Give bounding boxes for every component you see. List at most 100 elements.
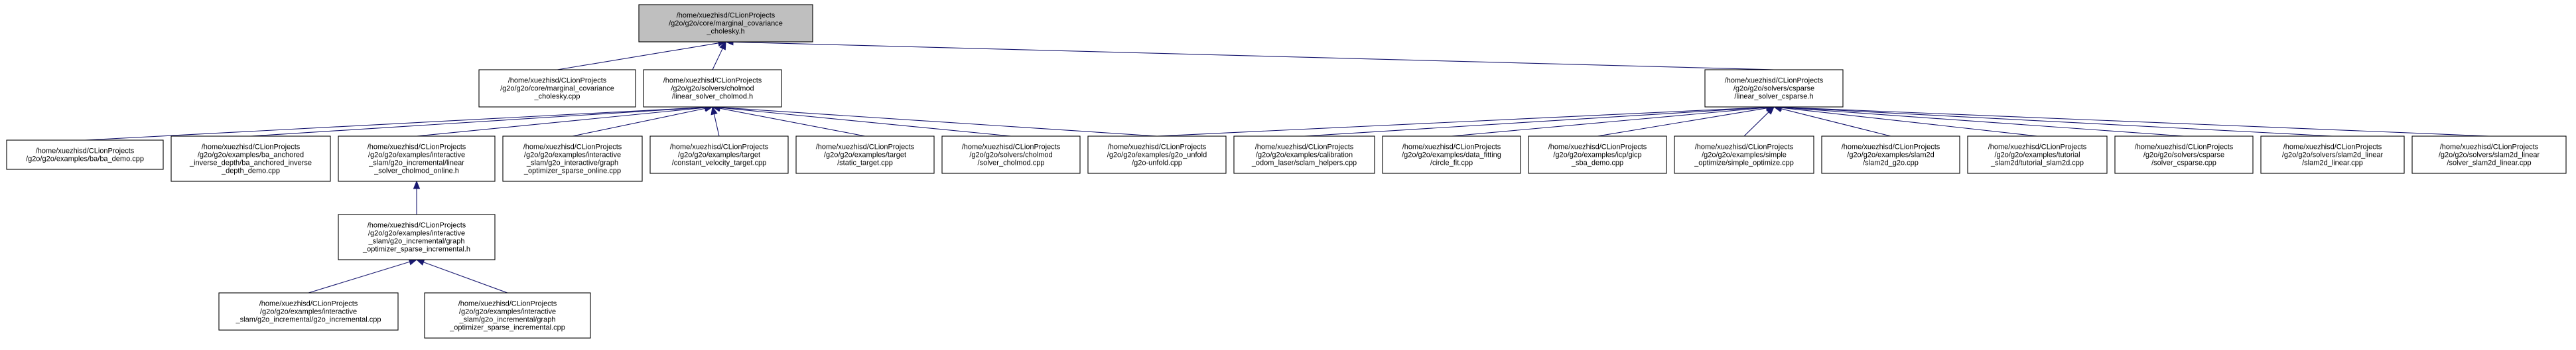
node-gos_online[interactable]: /home/xuezhisd/CLionProjects/g2o/g2o/exa… — [502, 135, 643, 182]
node-box — [1087, 135, 1227, 174]
edge-lsco-to-lsc — [416, 107, 706, 137]
edge-simple-to-lscs — [1743, 112, 1769, 137]
node-label-line: /g2o/g2o/solvers/csparse — [2143, 151, 2224, 159]
node-label-line: /g2o/g2o/examples/interactive — [368, 230, 465, 238]
node-box — [2411, 135, 2567, 174]
node-ba_demo[interactable]: /home/xuezhisd/CLionProjects/g2o/g2o/exa… — [6, 139, 164, 170]
node-label-line: /home/xuezhisd/CLionProjects — [663, 77, 762, 85]
edge-calib-to-lscs — [1304, 107, 1767, 137]
node-unfold[interactable]: /home/xuezhisd/CLionProjects/g2o/g2o/exa… — [1087, 135, 1227, 174]
node-label-line: _odom_laser/sclam_helpers.cpp — [1251, 159, 1357, 167]
node-box — [1821, 135, 1960, 174]
edge-ss2l-to-lscs — [1781, 106, 2490, 137]
edge-sc-to-lsc — [719, 107, 1012, 137]
node-label-line: /g2o/g2o/solvers/slam2d_linear — [2439, 151, 2540, 159]
node-label-line: /home/xuezhisd/CLionProjects — [677, 12, 776, 20]
edge-lsc-to-root — [712, 48, 723, 70]
node-label-line: /g2o/g2o/examples/tutorial — [1994, 151, 2080, 159]
node-s2l[interactable]: /home/xuezhisd/CLionProjects/g2o/g2o/sol… — [2260, 135, 2405, 174]
node-ss2l[interactable]: /home/xuezhisd/CLionProjects/g2o/g2o/sol… — [2411, 135, 2567, 174]
node-box — [6, 139, 164, 170]
node-label-line: /g2o/g2o/examples/slam2d — [1847, 151, 1934, 159]
node-label-line: /g2o/g2o/examples/ba/ba_demo.cpp — [26, 155, 144, 163]
node-label-line: /g2o/g2o/examples/calibration — [1256, 151, 1353, 159]
node-sc[interactable]: /home/xuezhisd/CLionProjects/g2o/g2o/sol… — [941, 135, 1081, 174]
node-ba_anch[interactable]: /home/xuezhisd/CLionProjects/g2o/g2o/exa… — [170, 135, 331, 182]
node-slam2d_g2o[interactable]: /home/xuezhisd/CLionProjects/g2o/g2o/exa… — [1821, 135, 1960, 174]
node-label-line: _cholesky.cpp — [534, 93, 580, 101]
node-mcc[interactable]: /home/xuezhisd/CLionProjects/g2o/g2o/cor… — [478, 69, 636, 108]
node-lsc[interactable]: /home/xuezhisd/CLionProjects/g2o/g2o/sol… — [643, 69, 782, 108]
node-label-line: /static_target.cpp — [837, 159, 893, 167]
node-label-line: /home/xuezhisd/CLionProjects — [2283, 143, 2382, 151]
node-label-line: /home/xuezhisd/CLionProjects — [1255, 143, 1354, 151]
node-label-line: _slam/g2o_incremental/linear — [368, 159, 464, 167]
node-label-line: _sba_demo.cpp — [1571, 159, 1623, 167]
node-label-line: /home/xuezhisd/CLionProjects — [1548, 143, 1647, 151]
edge-slam2d_g2o-to-lscs — [1781, 108, 1891, 137]
node-box — [1528, 135, 1667, 174]
node-st[interactable]: /home/xuezhisd/CLionProjects/g2o/g2o/exa… — [795, 135, 935, 174]
node-label-line: /home/xuezhisd/CLionProjects — [523, 143, 622, 151]
node-label-line: /g2o/g2o/solvers/csparse — [1733, 85, 1814, 93]
node-label-line: /home/xuezhisd/CLionProjects — [1842, 143, 1940, 151]
node-calib[interactable]: /home/xuezhisd/CLionProjects/g2o/g2o/exa… — [1233, 135, 1375, 174]
edge-st-to-lsc — [719, 108, 866, 137]
node-circle[interactable]: /home/xuezhisd/CLionProjects/g2o/g2o/exa… — [1382, 135, 1521, 174]
node-box — [424, 292, 591, 339]
node-label-line: _slam/g2o_interactive/graph — [526, 159, 618, 167]
node-label-line: /g2o/g2o/solvers/cholmod — [671, 85, 754, 93]
node-box — [1704, 69, 1844, 108]
node-lscs[interactable]: /home/xuezhisd/CLionProjects/g2o/g2o/sol… — [1704, 69, 1844, 108]
node-label-line: _optimizer_sparse_incremental.cpp — [449, 324, 565, 332]
node-simple[interactable]: /home/xuezhisd/CLionProjects/g2o/g2o/exa… — [1674, 135, 1814, 174]
node-g2o_inc[interactable]: /home/xuezhisd/CLionProjects/g2o/g2o/exa… — [218, 292, 399, 331]
node-label-line: /home/xuezhisd/CLionProjects — [1695, 143, 1794, 151]
edge-ba_demo-to-lsc — [84, 107, 706, 141]
arrowhead-gosi_h-to-lsco — [413, 180, 421, 189]
node-label-line: /circle_fit.cpp — [1430, 159, 1473, 167]
node-label-line: /g2o/g2o/examples/interactive — [260, 308, 357, 316]
node-label-line: /slam2d_linear.cpp — [2302, 159, 2363, 167]
node-label-line: /g2o/g2o/examples/target — [824, 151, 906, 159]
node-scs[interactable]: /home/xuezhisd/CLionProjects/g2o/g2o/sol… — [2114, 135, 2254, 174]
node-gosi_h[interactable]: /home/xuezhisd/CLionProjects/g2o/g2o/exa… — [338, 214, 496, 260]
node-label-line: /g2o/g2o/examples/interactive — [368, 151, 465, 159]
node-cvt[interactable]: /home/xuezhisd/CLionProjects/g2o/g2o/exa… — [649, 135, 789, 174]
nodes-layer: /home/xuezhisd/CLionProjects/g2o/g2o/cor… — [6, 4, 2567, 339]
node-label-line: _optimize/simple_optimize.cpp — [1694, 159, 1794, 167]
node-tut[interactable]: /home/xuezhisd/CLionProjects/g2o/g2o/exa… — [1967, 135, 2108, 174]
edge-mcc-to-root — [557, 43, 719, 70]
edge-tut-to-lscs — [1781, 107, 2038, 137]
node-label-line: /home/xuezhisd/CLionProjects — [368, 143, 466, 151]
node-box — [2260, 135, 2405, 174]
node-label-line: /g2o/g2o/core/marginal_covariance — [500, 85, 614, 93]
node-label-line: _cholesky.h — [706, 28, 744, 36]
node-label-line: /g2o-unfold.cpp — [1132, 159, 1182, 167]
node-gosi_cpp[interactable]: /home/xuezhisd/CLionProjects/g2o/g2o/exa… — [424, 292, 591, 339]
node-label-line: /home/xuezhisd/CLionProjects — [2135, 143, 2234, 151]
node-label-line: /home/xuezhisd/CLionProjects — [1988, 143, 2087, 151]
node-label-line: /solver_slam2d_linear.cpp — [2447, 159, 2531, 167]
node-label-line: /solver_csparse.cpp — [2151, 159, 2216, 167]
node-lsco[interactable]: /home/xuezhisd/CLionProjects/g2o/g2o/exa… — [338, 135, 496, 182]
edge-gos_online-to-lsc — [572, 108, 706, 137]
edges-layer — [84, 39, 2490, 294]
node-box — [338, 135, 496, 182]
node-box — [643, 69, 782, 108]
node-label-line: /solver_cholmod.cpp — [978, 159, 1045, 167]
node-label-line: /home/xuezhisd/CLionProjects — [1108, 143, 1207, 151]
node-box — [478, 69, 636, 108]
node-label-line: /slam2d_g2o.cpp — [1863, 159, 1919, 167]
node-label-line: /g2o/g2o/core/marginal_covariance — [669, 20, 783, 28]
node-label-line: _slam/g2o_incremental/g2o_incremental.cp… — [236, 316, 381, 324]
edge-cvt-to-lsc — [713, 114, 720, 137]
node-label-line: /home/xuezhisd/CLionProjects — [670, 143, 769, 151]
node-gicp[interactable]: /home/xuezhisd/CLionProjects/g2o/g2o/exa… — [1528, 135, 1667, 174]
node-box — [795, 135, 935, 174]
node-label-line: /home/xuezhisd/CLionProjects — [259, 300, 358, 308]
node-label-line: /g2o/g2o/examples/simple — [1702, 151, 1787, 159]
node-label-line: /home/xuezhisd/CLionProjects — [1725, 77, 1824, 85]
node-box — [1382, 135, 1521, 174]
node-label-line: /g2o/g2o/examples/ba_anchored — [198, 151, 304, 159]
